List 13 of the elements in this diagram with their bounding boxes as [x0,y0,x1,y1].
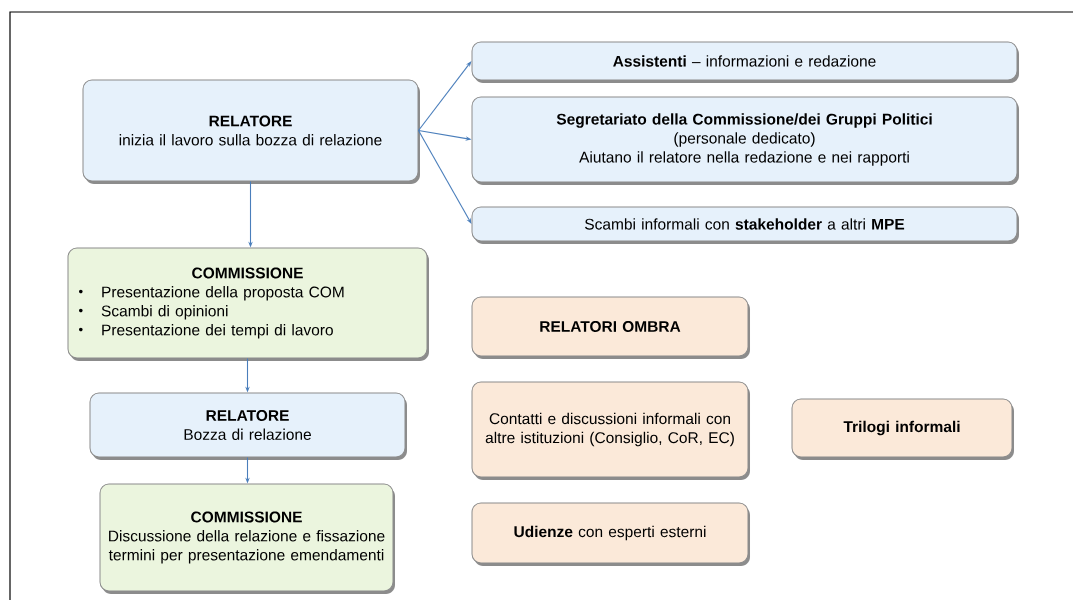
arrow [417,61,472,132]
activity-box: Contatti e discussioni informali con altre istituzioni (Consiglio, CoR, EC) [471,381,750,480]
support-box: Scambi informali con stakeholder a altri MPE [471,206,1019,244]
process-box: COMMISSIONE Presentazione della proposta COM Scambi di opinioni Presentazione dei tempi di lavoro [67,247,429,361]
process-box: RELATORE Bozza di relazione [89,392,407,460]
support-box: Assistenti – informazioni e redazione [471,41,1019,83]
activity-box: Udienze con esperti esterni [471,502,750,566]
support-box: Segretariato della Commissione/dei Gruppi Politici (personale dedicato) Aiutano il relatore nella redazione e nei rapporti [471,96,1019,185]
process-box: COMMISSIONE Discussione della relazione e fissazione termini per presentazione emendamenti [99,483,395,594]
arrow [417,129,472,224]
activity-box: RELATORI OMBRA [471,296,750,359]
process-box: RELATORE inizia il lavoro sulla bozza di relazione [82,79,420,184]
activity-box: Trilogi informali [791,398,1014,460]
